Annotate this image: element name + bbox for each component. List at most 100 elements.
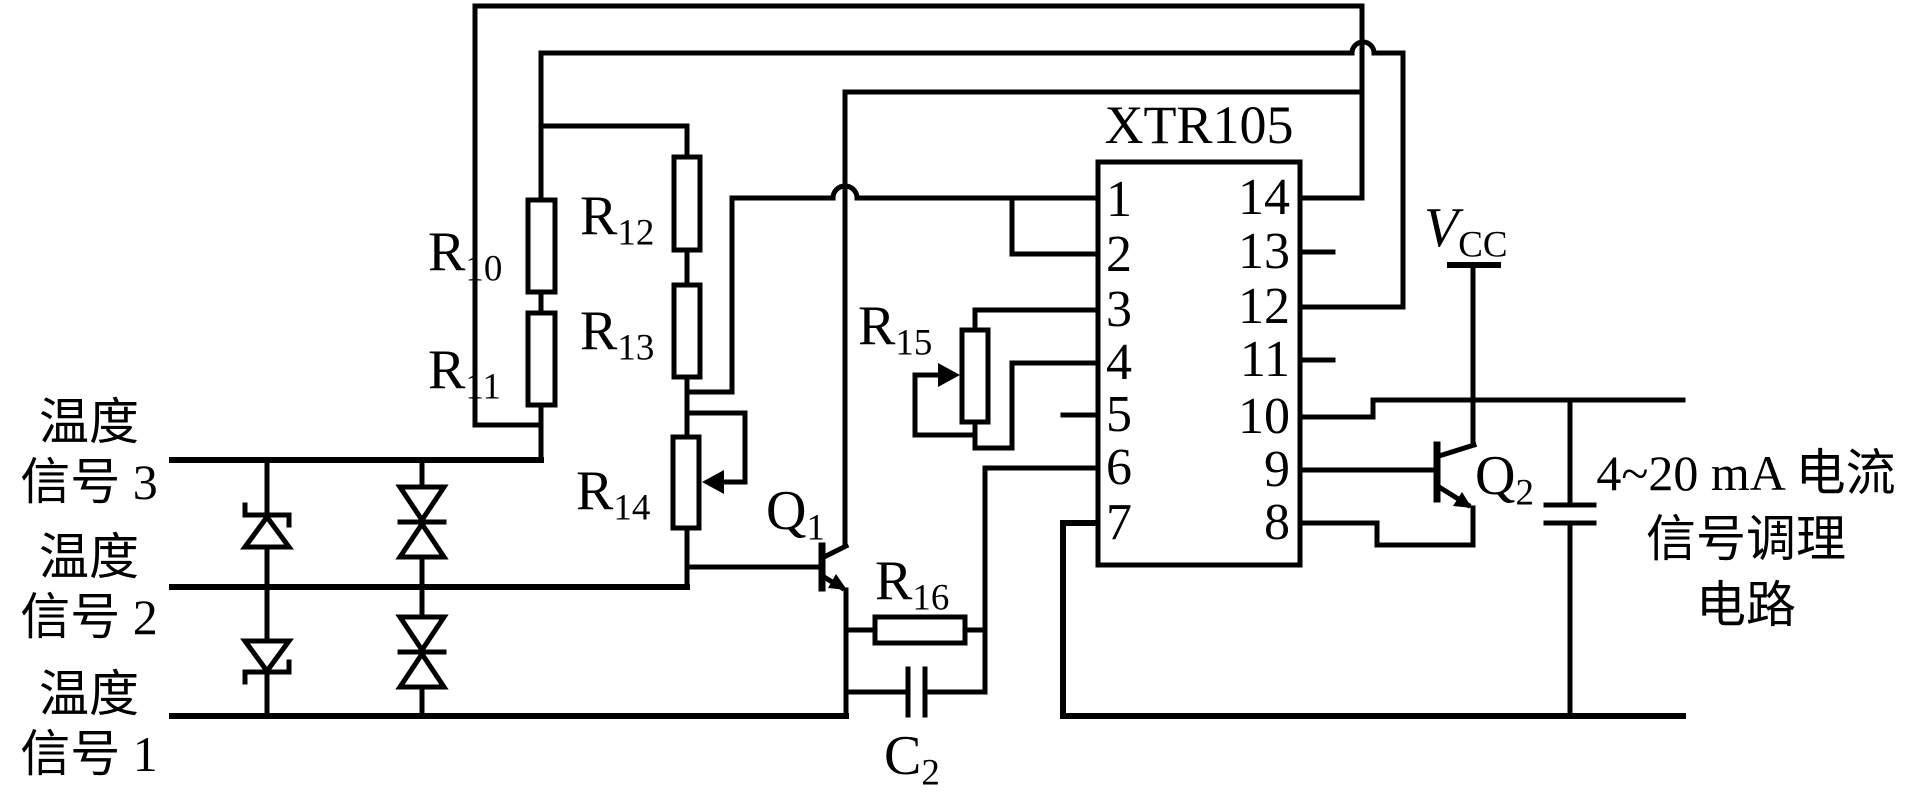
label-vcc-base: V	[1424, 197, 1459, 259]
label-q1: Q1	[766, 483, 825, 546]
wire-r15-bottom-pin4	[972, 360, 1100, 451]
pin-label-10: 10	[1238, 388, 1290, 445]
label-r12-sub: 12	[617, 211, 655, 253]
chip-title: XTR105	[1104, 95, 1294, 155]
pin-label-9: 9	[1264, 441, 1290, 498]
wire-pin7-bottom-rail	[1060, 520, 1686, 719]
label-r14-base: R	[576, 460, 614, 522]
wire-group	[169, 3, 1686, 719]
wire-pin6	[982, 465, 1100, 695]
input-label-signal1: 温度 信号 1	[0, 664, 178, 784]
q2-emitter-arrow-icon	[1453, 492, 1472, 508]
pin-label-4: 4	[1106, 334, 1132, 391]
pin-label-7: 7	[1106, 494, 1132, 551]
tvs-lower-bottom-icon	[395, 649, 449, 690]
resistor-r13-body	[671, 282, 703, 380]
resistor-r16-body	[872, 614, 968, 646]
xtr105-chip-body	[1095, 159, 1303, 568]
resistor-r12-body	[671, 154, 703, 253]
wire-r12-feed	[538, 123, 690, 160]
wire-pin12-loop-right	[1295, 50, 1406, 310]
label-r15: R15	[858, 298, 932, 361]
label-vcc: VCC	[1424, 200, 1508, 263]
wire-hop-2	[830, 183, 860, 201]
q2-collector-diag	[1435, 441, 1478, 460]
label-r14: R14	[576, 463, 650, 526]
label-r16-base: R	[875, 550, 913, 612]
label-r15-base: R	[858, 295, 896, 357]
label-r12: R12	[580, 188, 654, 251]
wire-pin3-r15-top	[972, 307, 1100, 333]
wire-q1-collector-top	[842, 89, 1365, 548]
label-r10-base: R	[428, 221, 466, 283]
label-q1-sub: 1	[806, 506, 825, 548]
resistor-r11-body	[525, 310, 558, 408]
label-r13-sub: 13	[617, 326, 655, 368]
label-q2: Q2	[1475, 448, 1534, 511]
label-r13: R13	[580, 303, 654, 366]
label-c2-sub: 2	[921, 751, 940, 793]
wire-r14-wiper	[684, 410, 748, 485]
label-r12-base: R	[580, 185, 618, 247]
tvs-upper-bottom-icon	[395, 519, 449, 560]
arrowheads	[702, 363, 1472, 590]
pin-label-6: 6	[1106, 439, 1132, 496]
tvs-lower-top-icon	[395, 614, 449, 655]
input-label-signal2: 温度 信号 2	[0, 527, 178, 647]
output-label-row1: 4~20 mA 电流	[1596, 445, 1896, 501]
pin-label-8: 8	[1264, 494, 1290, 551]
pin-label-12: 12	[1238, 278, 1290, 335]
pin-label-14: 14	[1238, 169, 1290, 226]
label-r11: R11	[428, 342, 501, 405]
zener-diode-up-icon	[240, 512, 294, 550]
pin-label-11: 11	[1239, 331, 1290, 388]
r14-wiper-arrow-icon	[702, 470, 724, 494]
label-r16: R16	[875, 553, 949, 616]
label-r11-base: R	[428, 339, 466, 401]
label-r14-sub: 14	[613, 486, 651, 528]
pin-label-13: 13	[1238, 223, 1290, 280]
label-r16-sub: 16	[912, 576, 950, 618]
diode-symbols	[240, 484, 449, 690]
wire-hop-1	[1349, 39, 1377, 56]
input-signal2-row2: 信号 2	[20, 589, 158, 645]
label-q2-sub: 2	[1515, 471, 1534, 513]
input-signal3-row1: 温度	[39, 394, 139, 450]
input-signal1-row2: 信号 1	[20, 726, 158, 782]
zener-diode-down-icon	[240, 638, 294, 676]
label-r10: R10	[428, 224, 502, 287]
input-signal3-row2: 信号 3	[20, 454, 158, 510]
wire-pin12-loop-left	[538, 50, 1355, 203]
r15-wiper-arrow-icon	[938, 363, 960, 387]
wire-pin10-top-rail	[1295, 397, 1686, 420]
resistor-r14-body	[670, 434, 702, 531]
wire-pins12-riser	[684, 195, 836, 395]
tvs-upper-top-icon	[395, 484, 449, 525]
wire-q2-emitter-pin8	[1295, 505, 1476, 548]
label-r15-sub: 15	[895, 321, 933, 363]
component-bodies	[525, 154, 1303, 646]
pin-label-5: 5	[1106, 386, 1132, 443]
wire-pin14-loop	[472, 3, 1365, 428]
pin-label-1: 1	[1106, 171, 1132, 228]
label-q2-base: Q	[1475, 445, 1516, 507]
input-signal1-row1: 温度	[39, 666, 139, 722]
input-label-signal3: 温度 信号 3	[0, 392, 178, 512]
input-signal2-row1: 温度	[39, 529, 139, 585]
label-r11-sub: 11	[465, 365, 501, 407]
q1-collector-diag	[820, 542, 850, 561]
label-c2: C2	[884, 728, 940, 791]
label-q1-base: Q	[766, 480, 807, 542]
resistor-r15-body	[959, 327, 991, 425]
label-vcc-sub: CC	[1458, 223, 1508, 265]
output-label-row2: 信号调理	[1646, 511, 1846, 567]
pin-label-3: 3	[1106, 281, 1132, 338]
label-c2-base: C	[884, 725, 922, 787]
resistor-r10-body	[525, 197, 558, 295]
label-r10-sub: 10	[465, 247, 503, 289]
pin-label-2: 2	[1106, 226, 1132, 283]
q1-emitter-arrow-icon	[828, 574, 847, 590]
wire-pin2	[1009, 195, 1100, 257]
